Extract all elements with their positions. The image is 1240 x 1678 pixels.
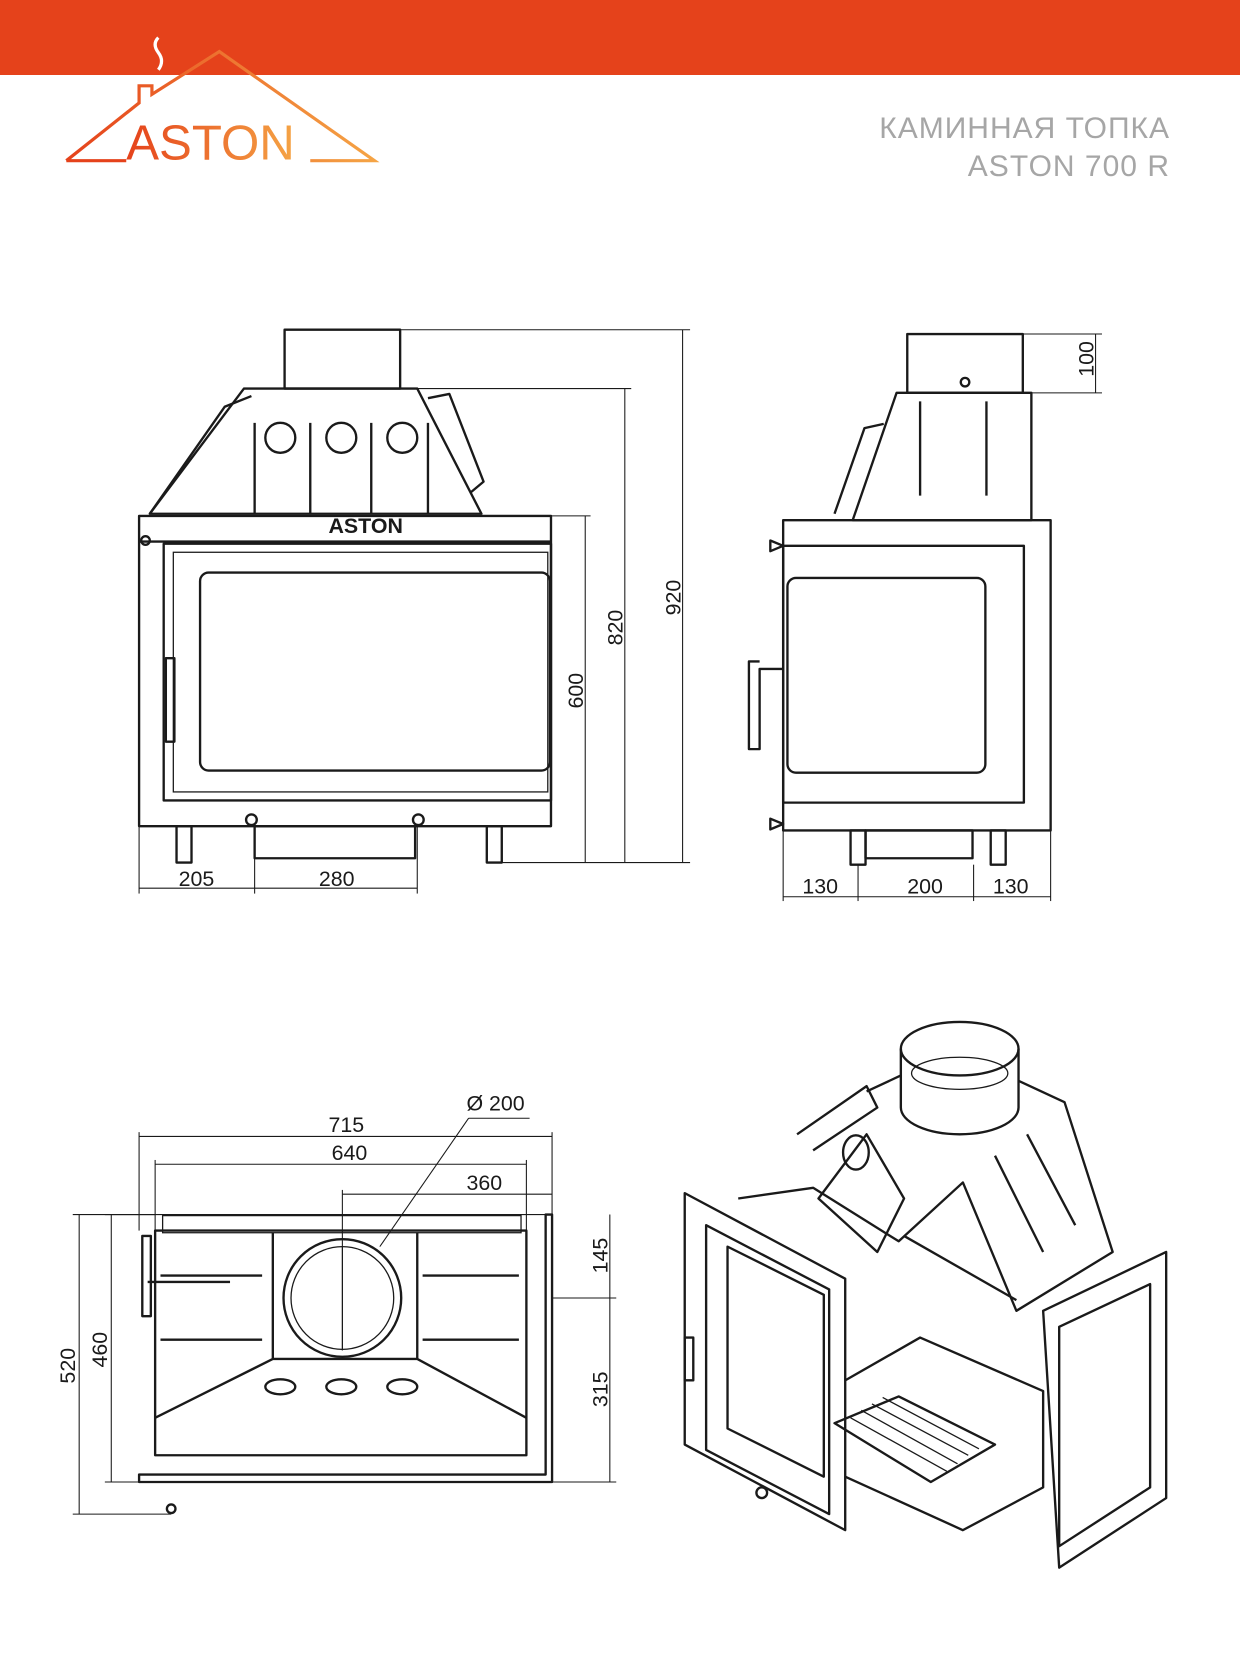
- top-view: 715 640 360 Ø 200 520 460 145 315: [56, 1092, 617, 1515]
- dim-diameter-200: Ø 200: [466, 1092, 524, 1116]
- dim-130-left: 130: [802, 875, 838, 899]
- side-view: 100 130 200 130: [747, 332, 1102, 902]
- dim-820: 820: [604, 610, 628, 646]
- header-bar: [0, 0, 1240, 75]
- product-title: КАМИННАЯ ТОПКА ASTON 700 R: [879, 110, 1170, 186]
- dim-640: 640: [332, 1141, 368, 1165]
- dim-360: 360: [466, 1171, 502, 1195]
- front-view: ASTON 920 820 600 205 280: [137, 328, 691, 894]
- dim-145: 145: [589, 1238, 613, 1274]
- dim-205: 205: [179, 867, 215, 891]
- title-line-1: КАМИННАЯ ТОПКА: [879, 112, 1170, 145]
- dim-600: 600: [564, 673, 588, 709]
- door-logo: ASTON: [328, 514, 402, 538]
- dim-280: 280: [319, 867, 355, 891]
- dim-520: 520: [56, 1348, 80, 1384]
- dim-130-right: 130: [993, 875, 1029, 899]
- dim-460: 460: [88, 1332, 112, 1368]
- title-line-2: ASTON 700 R: [967, 150, 1170, 183]
- isometric-view: [683, 1020, 1168, 1569]
- dim-920: 920: [661, 580, 685, 616]
- dim-315: 315: [589, 1371, 613, 1407]
- dim-715: 715: [328, 1113, 364, 1137]
- dim-100: 100: [1074, 341, 1098, 377]
- logo-text: ASTON: [126, 116, 295, 171]
- dim-200: 200: [907, 875, 943, 899]
- aston-logo: ASTON: [65, 36, 380, 171]
